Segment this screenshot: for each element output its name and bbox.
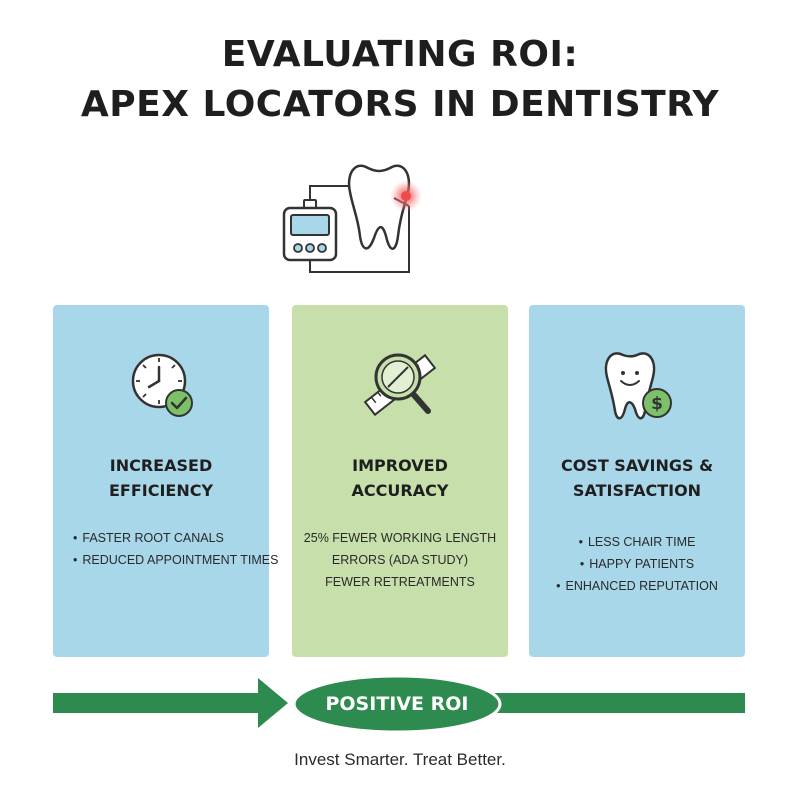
- tagline: Invest Smarter. Treat Better.: [294, 750, 506, 769]
- svg-text:$: $: [651, 394, 663, 414]
- text-line: FEWER RETREATMENTS: [325, 575, 475, 589]
- card-title-line: COST SAVINGS &: [560, 456, 714, 475]
- page-title: EVALUATING ROI: APEX LOCATORS IN DENTIST…: [0, 30, 800, 130]
- card-title: INCREASED EFFICIENCY: [53, 453, 269, 503]
- title-line-2: APEX LOCATORS IN DENTISTRY: [80, 84, 720, 125]
- list-item: •REDUCED APPOINTMENT TIMES: [73, 553, 279, 567]
- list-item-text: FASTER ROOT CANALS: [82, 531, 224, 545]
- card-accuracy: IMPROVED ACCURACY 25% FEWER WORKING LENG…: [292, 305, 508, 657]
- list-item-text: LESS CHAIR TIME: [587, 535, 696, 549]
- list-item: •HAPPY PATIENTS: [579, 557, 695, 571]
- card-title-line: INCREASED: [109, 456, 213, 475]
- clock-check-icon: [131, 353, 193, 417]
- list-item-text: HAPPY PATIENTS: [589, 557, 695, 571]
- accuracy-text: 25% FEWER WORKING LENGTH ERRORS (ADA STU…: [292, 527, 508, 593]
- text-line: ERRORS (ADA STUDY): [331, 553, 469, 567]
- list-item: •FASTER ROOT CANALS: [73, 531, 224, 545]
- bullet-list: •FASTER ROOT CANALS •REDUCED APPOINTMENT…: [53, 527, 279, 571]
- card-title: COST SAVINGS & SATISFACTION: [529, 453, 745, 503]
- card-title: IMPROVED ACCURACY: [292, 453, 508, 503]
- text-line: 25% FEWER WORKING LENGTH: [303, 531, 497, 545]
- title-line-1: EVALUATING ROI:: [221, 34, 579, 75]
- card-title-line: EFFICIENCY: [108, 481, 214, 500]
- card-cost-savings: $ COST SAVINGS & SATISFACTION •LESS CHAI…: [529, 305, 745, 657]
- list-item-text: ENHANCED REPUTATION: [565, 579, 718, 593]
- roi-arrow: [53, 674, 745, 734]
- positive-roi-label: POSITIVE ROI: [325, 693, 469, 715]
- apex-locator-tooth-icon: [282, 164, 422, 273]
- bullet-list: •LESS CHAIR TIME •HAPPY PATIENTS •ENHANC…: [529, 531, 745, 597]
- card-title-line: ACCURACY: [351, 481, 449, 500]
- card-title-line: IMPROVED: [352, 456, 448, 475]
- happy-tooth-dollar-icon: $: [604, 352, 672, 420]
- list-item: •LESS CHAIR TIME: [578, 535, 696, 549]
- card-title-line: SATISFACTION: [572, 481, 702, 500]
- magnifier-ruler-icon: [363, 353, 437, 417]
- card-efficiency: INCREASED EFFICIENCY •FASTER ROOT CANALS…: [53, 305, 279, 657]
- list-item-text: REDUCED APPOINTMENT TIMES: [82, 553, 279, 567]
- list-item: •ENHANCED REPUTATION: [556, 579, 718, 593]
